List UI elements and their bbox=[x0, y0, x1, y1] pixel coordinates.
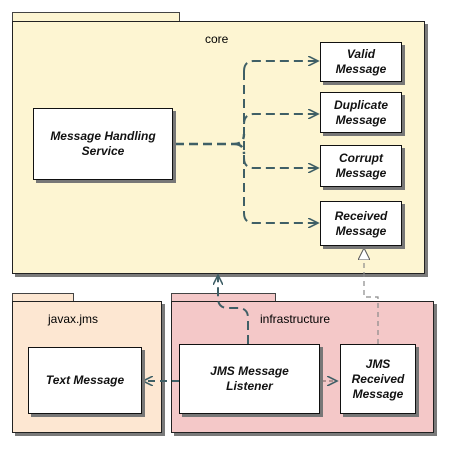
core-package-tab bbox=[12, 12, 180, 22]
infrastructure-package-tab bbox=[171, 293, 276, 302]
message-handling-service-class[interactable]: Message Handling Service bbox=[33, 108, 173, 180]
jms-message-listener-class[interactable]: JMS Message Listener bbox=[179, 344, 320, 414]
listener-to-core-dependency bbox=[218, 275, 249, 344]
javax-jms-package-title: javax.jms bbox=[48, 312, 99, 326]
corrupt-message-class[interactable]: Corrupt Message bbox=[320, 145, 402, 187]
dependency-to-valid-message bbox=[243, 61, 318, 72]
text-message-class[interactable]: Text Message bbox=[28, 347, 142, 414]
dependency-to-duplicate-message bbox=[243, 114, 318, 125]
received-message-class[interactable]: Received Message bbox=[320, 201, 402, 246]
dependency-to-received-message bbox=[243, 212, 318, 223]
valid-message-class[interactable]: Valid Message bbox=[320, 42, 402, 82]
service-to-trunk-connector bbox=[175, 133, 246, 155]
infrastructure-package-title: infrastructure bbox=[260, 312, 331, 326]
duplicate-message-class[interactable]: Duplicate Message bbox=[320, 92, 402, 133]
jms-received-message-class[interactable]: JMS Received Message bbox=[340, 344, 416, 414]
javax-jms-package-tab bbox=[12, 293, 74, 302]
core-package-title: core bbox=[205, 32, 229, 46]
dependency-to-corrupt-message bbox=[243, 157, 318, 168]
realization-connector bbox=[364, 248, 379, 344]
